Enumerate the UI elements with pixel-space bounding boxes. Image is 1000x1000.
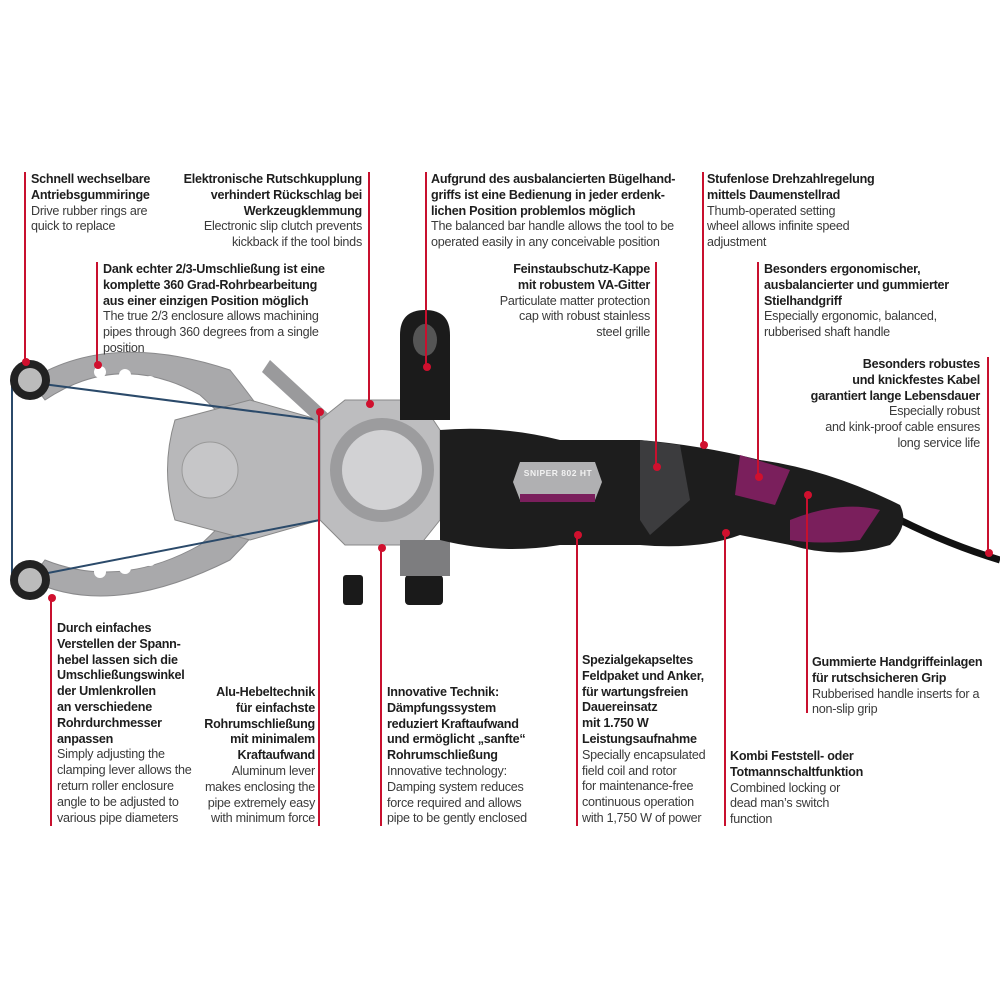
annotation-text-en: Particulate matter protection cap with r… <box>499 293 651 340</box>
leader-line <box>318 412 320 826</box>
leader-line <box>757 262 759 477</box>
leader-line <box>425 172 427 367</box>
annotation-title-de: Besonders robustes und knickfestes Kabel… <box>810 357 981 403</box>
annotation-text-en: Especially ergonomic, balanced, rubberis… <box>764 309 937 340</box>
annotation-text-en: Innovative technology: Damping system re… <box>387 763 527 826</box>
leader-dot <box>574 531 582 539</box>
leader-line <box>576 535 578 826</box>
leader-dot <box>94 361 102 369</box>
annotation-title-de: Schnell wechselbare Antriebsgummiringe <box>31 172 151 202</box>
leader-line <box>702 172 704 445</box>
annotation-title-de: Spezialgekapseltes Feldpaket und Anker, … <box>582 653 704 746</box>
leader-line <box>24 172 26 362</box>
annotation-handle-inserts: Gummierte Handgriffeinlagen für rutschsi… <box>812 655 983 718</box>
annotation-title-de: Gummierte Handgriffeinlagen für rutschsi… <box>812 655 983 685</box>
leader-line <box>368 172 370 404</box>
leader-line <box>655 262 657 467</box>
leader-line <box>987 357 989 553</box>
leader-line <box>50 598 52 826</box>
leader-dot <box>985 549 993 557</box>
purple-grip-bottom <box>790 506 880 543</box>
leader-dot <box>316 408 324 416</box>
annotation-shaft-handle: Besonders ergonomischer, ausbalancierter… <box>764 262 949 341</box>
purple-grip-top <box>735 455 790 505</box>
leader-line <box>724 533 726 826</box>
leader-line <box>380 548 382 826</box>
annotation-bar-handle: Aufgrund des ausbalancierten Bügelhand- … <box>431 172 676 251</box>
annotation-text-en: Electronic slip clutch prevents kickback… <box>203 219 362 250</box>
annotation-switch-function: Kombi Feststell- oder Totmannschaltfunkt… <box>730 749 863 828</box>
leader-dot <box>423 363 431 371</box>
model-label-plate <box>513 462 602 500</box>
annotation-damping-system: Innovative Technik: Dämpfungssystem redu… <box>387 685 527 827</box>
annotation-title-de: Elektronische Rutschkupplung verhindert … <box>183 172 363 218</box>
leader-line <box>96 262 98 365</box>
annotation-title-de: Innovative Technik: Dämpfungssystem redu… <box>387 685 526 763</box>
annotation-slip-clutch: Elektronische Rutschkupplung verhindert … <box>183 172 363 251</box>
return-roller-top <box>10 360 50 400</box>
leader-line <box>806 495 808 713</box>
annotation-text-en: Specially encapsulated field coil and ro… <box>582 747 706 825</box>
annotation-text-en: Rubberised handle inserts for a non-slip… <box>812 686 980 717</box>
leader-dot <box>653 463 661 471</box>
annotation-title-de: Dank echter 2/3-Umschließung ist eine ko… <box>103 262 325 308</box>
annotation-clamping-lever: Durch einfaches Verstellen der Spann- he… <box>57 621 192 826</box>
annotation-alu-lever: Alu-Hebeltechnik für einfachste Rohrumsc… <box>204 685 315 827</box>
annotation-text-en: Simply adjusting the clamping lever allo… <box>57 747 192 825</box>
dust-cap-grille <box>640 440 690 535</box>
annotation-text-en: Drive rubber rings are quick to replace <box>31 203 148 234</box>
annotation-dust-cap: Feinstaubschutz-Kappe mit robustem VA-Gi… <box>499 262 651 341</box>
leader-dot <box>700 441 708 449</box>
annotation-cable: Besonders robustes und knickfestes Kabel… <box>810 357 981 452</box>
leader-dot <box>722 529 730 537</box>
annotation-enclosure-360: Dank echter 2/3-Umschließung ist eine ko… <box>103 262 325 357</box>
annotation-text-en: Aluminum lever makes enclosing the pipe … <box>204 763 315 826</box>
leader-dot <box>378 544 386 552</box>
annotation-title-de: Besonders ergonomischer, ausbalancierter… <box>764 262 949 308</box>
annotation-title-de: Aufgrund des ausbalancierten Bügelhand- … <box>431 172 676 218</box>
annotation-title-de: Stufenlose Drehzahlregelung mittels Daum… <box>707 172 875 202</box>
leader-dot <box>366 400 374 408</box>
leader-dot <box>804 491 812 499</box>
annotation-title-de: Alu-Hebeltechnik für einfachste Rohrumsc… <box>204 685 315 763</box>
annotation-motor: Spezialgekapseltes Feldpaket und Anker, … <box>582 653 706 827</box>
annotation-text-en: The balanced bar handle allows the tool … <box>431 219 674 250</box>
leader-dot <box>48 594 56 602</box>
annotation-title-de: Feinstaubschutz-Kappe mit robustem VA-Gi… <box>513 262 650 292</box>
annotation-text-en: Combined locking or dead man’s switch fu… <box>730 780 841 827</box>
annotation-title-de: Durch einfaches Verstellen der Spann- he… <box>57 621 185 746</box>
annotation-text-en: Thumb-operated setting wheel allows infi… <box>707 203 850 250</box>
return-roller-bottom <box>10 560 50 600</box>
annotation-speed-control: Stufenlose Drehzahlregelung mittels Daum… <box>707 172 875 251</box>
leader-dot <box>755 473 763 481</box>
model-label: SNIPER 802 HT <box>523 468 593 478</box>
annotation-text-en: Especially robust and kink-proof cable e… <box>825 404 980 450</box>
annotation-text-en: The true 2/3 enclosure allows machining … <box>103 309 319 355</box>
annotation-title-de: Kombi Feststell- oder Totmannschaltfunkt… <box>730 749 864 779</box>
leader-dot <box>22 358 30 366</box>
abrasive-belt <box>11 379 321 581</box>
